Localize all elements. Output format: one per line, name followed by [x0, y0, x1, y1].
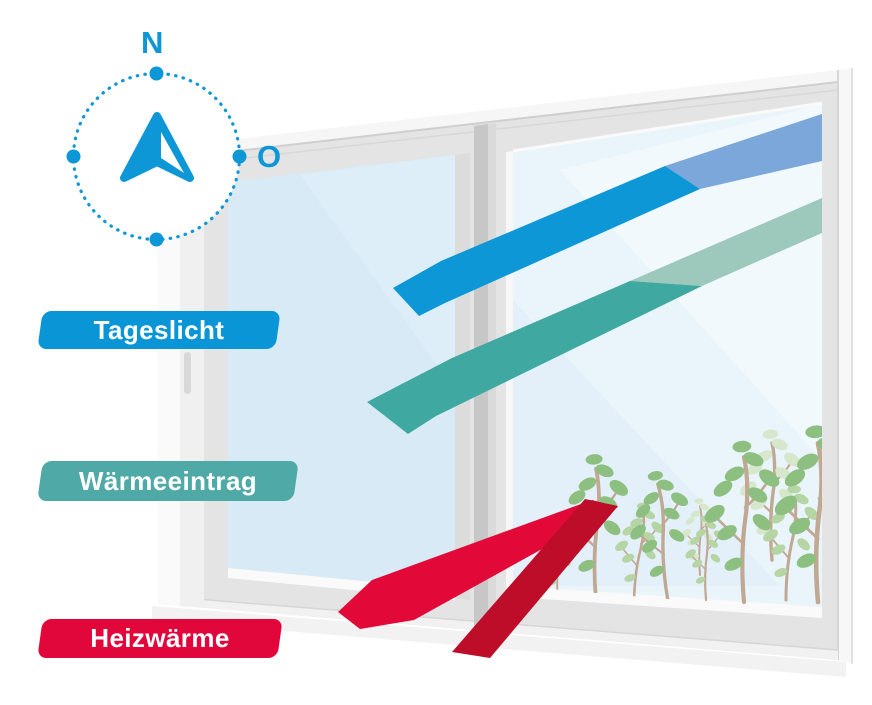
label-waermeeintrag-text: Wärmeeintrag — [78, 465, 258, 496]
compass-needle-highlight — [161, 132, 184, 173]
heizwaerme-arrow-rising — [452, 499, 618, 658]
waermeeintrag-arrow — [367, 198, 822, 434]
waermeeintrag-arrow-inside — [367, 281, 702, 434]
compass-dot-east — [232, 149, 247, 164]
compass-north-label: N — [141, 25, 164, 60]
tageslicht-arrow-inside — [393, 166, 700, 316]
compass — [66, 66, 247, 247]
frame-top-highlight — [158, 70, 838, 160]
compass-east-label: O — [257, 139, 282, 174]
waermeeintrag-arrow-outside — [630, 198, 822, 286]
heizwaerme-arrow — [338, 499, 618, 658]
heizwaerme-arrow-reflected — [338, 500, 618, 629]
label-heizwaerme-text: Heizwärme — [90, 623, 230, 653]
label-tageslicht: Tageslicht — [40, 311, 278, 349]
tageslicht-arrow-outside — [665, 114, 822, 189]
label-heizwaerme: Heizwärme — [40, 619, 280, 658]
compass-dot-north — [149, 66, 164, 81]
compass-dot-west — [66, 149, 81, 164]
tageslicht-arrow — [393, 114, 822, 316]
frame-right-edge — [838, 68, 853, 664]
label-tageslicht-text: Tageslicht — [93, 314, 225, 345]
label-waermeeintrag: Wärmeeintrag — [40, 461, 296, 501]
compass-dot-south — [149, 232, 164, 247]
window-handle — [184, 352, 191, 394]
